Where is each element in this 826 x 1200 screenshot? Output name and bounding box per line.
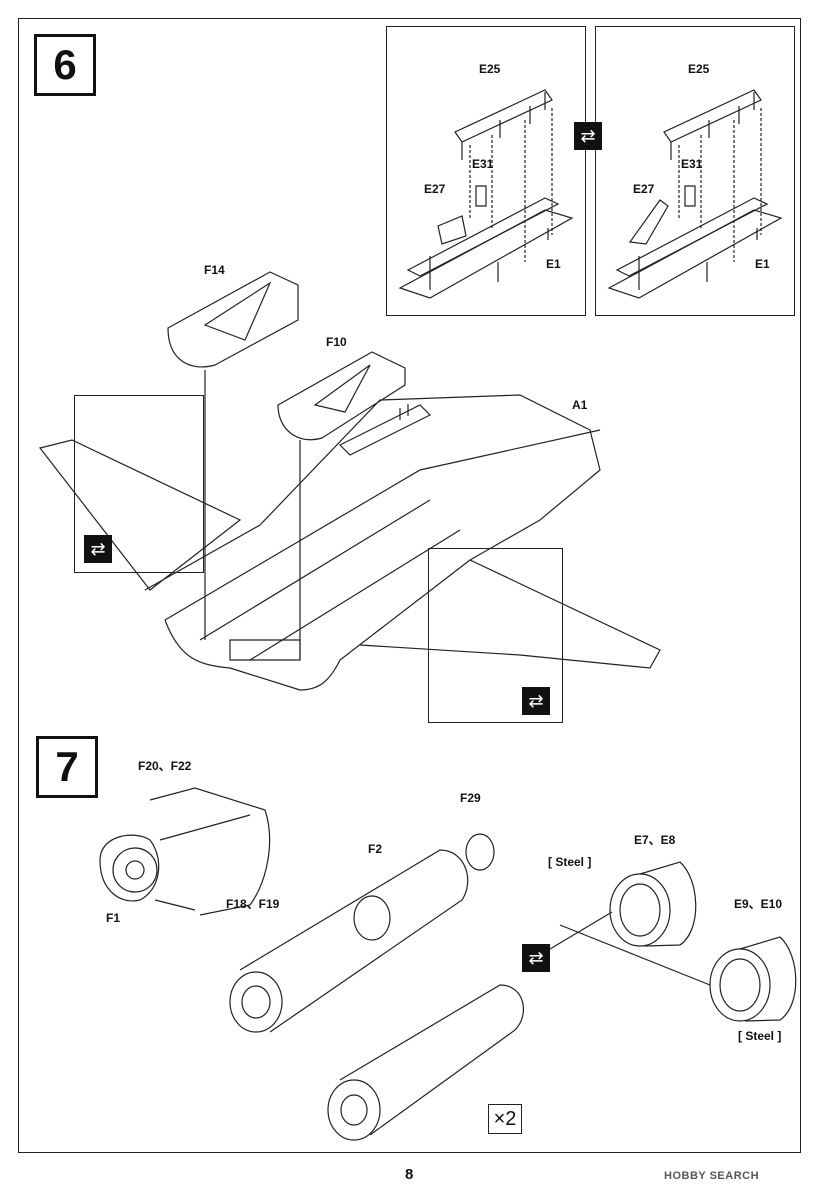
label-e25: E25 — [479, 62, 501, 76]
quantity-badge: ×2 — [488, 1104, 522, 1134]
label-f18-f19: F18、F19 — [226, 897, 280, 911]
watermark-logo: HOBBY SEARCH — [664, 1170, 760, 1182]
label-f14: F14 — [204, 263, 225, 277]
page-frame — [18, 18, 801, 1153]
label-f1: F1 — [106, 911, 121, 925]
label-e27: E27 — [633, 182, 655, 196]
nozzle-e7-e8 — [610, 862, 696, 946]
label-steel-top: [ Steel ] — [548, 855, 592, 869]
step-6-inset-left — [386, 26, 586, 316]
engine-lower — [328, 985, 523, 1140]
swap-arrow-icon: ⇄ — [522, 944, 550, 972]
label-f10: F10 — [326, 335, 347, 349]
label-f20-f22: F20、F22 — [138, 759, 192, 773]
step-7-number: 7 — [36, 736, 98, 798]
label-e31: E31 — [681, 157, 703, 171]
label-e9-e10: E9、E10 — [734, 897, 783, 911]
nozzle-e9-e10 — [710, 937, 796, 1021]
label-e1: E1 — [546, 257, 561, 271]
swap-arrow-icon: ⇄ — [522, 687, 550, 715]
intake-assembly — [100, 788, 270, 915]
label-e1: E1 — [755, 257, 770, 271]
step-6-inset-right — [595, 26, 795, 316]
seat-assembly-right — [609, 90, 781, 298]
label-f29: F29 — [460, 791, 481, 805]
label-e27: E27 — [424, 182, 446, 196]
label-e31: E31 — [472, 157, 494, 171]
label-steel-bottom: [ Steel ] — [738, 1029, 782, 1043]
part-f10-shape — [278, 352, 405, 440]
label-e25: E25 — [688, 62, 710, 76]
label-f2: F2 — [368, 842, 383, 856]
swap-arrow-icon: ⇄ — [574, 122, 602, 150]
part-f14-shape — [168, 272, 298, 367]
fuselage-floor-a1 — [40, 395, 660, 690]
label-a1: A1 — [572, 398, 588, 412]
seat-assembly-left — [400, 90, 572, 298]
swap-arrow-icon: ⇄ — [84, 535, 112, 563]
engine-f2 — [230, 834, 494, 1032]
label-e7-e8: E7、E8 — [634, 833, 676, 847]
page-number: 8 — [405, 1166, 414, 1183]
step-6-number: 6 — [34, 34, 96, 96]
